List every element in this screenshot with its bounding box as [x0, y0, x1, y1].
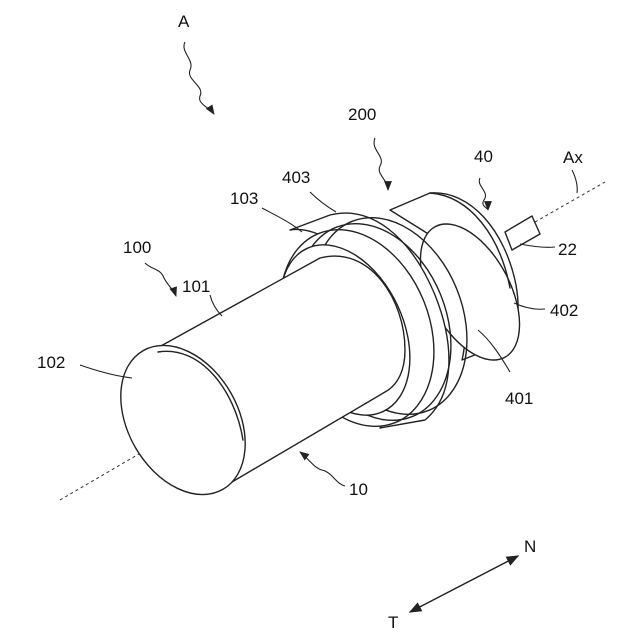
label-10: 10 [349, 480, 368, 499]
label-401: 401 [505, 389, 533, 408]
arrow-10 [300, 452, 345, 486]
label-n: N [524, 537, 536, 556]
body [95, 256, 405, 517]
arrow-A [184, 42, 214, 114]
label-101: 101 [182, 277, 210, 296]
axis-line-right [535, 182, 605, 222]
label-ax: Ax [563, 148, 583, 167]
label-100: 100 [123, 238, 151, 257]
arrow-40 [479, 178, 488, 210]
arrow-200 [374, 138, 388, 190]
label-200: 200 [348, 105, 376, 124]
label-40: 40 [474, 147, 493, 166]
label-t: T [388, 613, 398, 632]
leader-403 [310, 192, 336, 212]
label-22: 22 [558, 240, 577, 259]
label-102: 102 [37, 353, 65, 372]
direction-arrow [410, 556, 518, 612]
label-a: A [178, 12, 190, 31]
leader-ax [572, 170, 577, 193]
leader-22 [520, 244, 555, 247]
label-402: 402 [550, 301, 578, 320]
label-403: 403 [282, 168, 310, 187]
label-103: 103 [230, 189, 258, 208]
arrow-100 [145, 263, 176, 296]
